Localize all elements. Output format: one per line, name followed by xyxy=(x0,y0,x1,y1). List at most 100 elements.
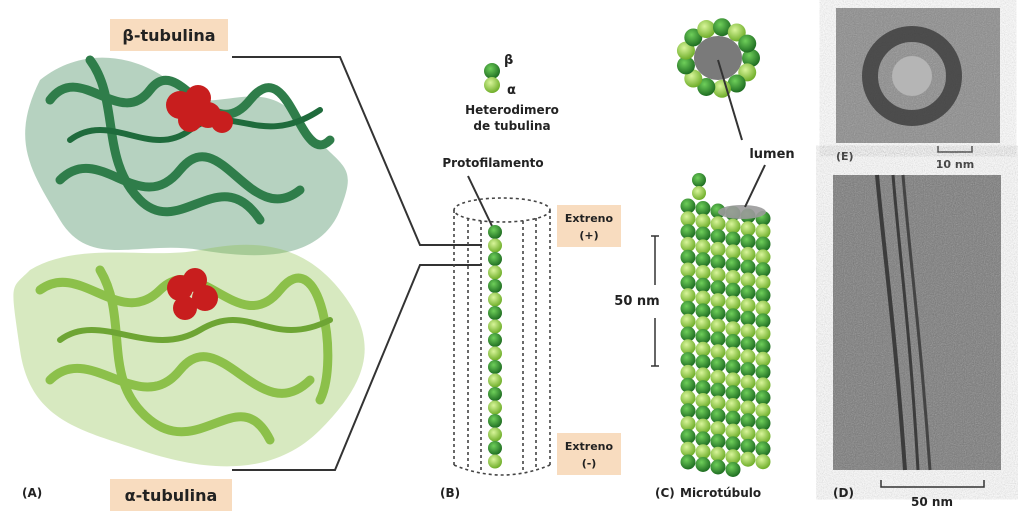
alpha-subunit-sphere xyxy=(710,216,726,232)
alpha-subunit-sphere xyxy=(725,321,741,337)
panel-label-b: (B) xyxy=(440,486,460,500)
beta-subunit-sphere xyxy=(680,198,696,214)
alpha-subunit-sphere xyxy=(695,444,711,460)
beta-subunit-sphere xyxy=(725,231,741,247)
beta-subunit-sphere xyxy=(740,413,756,429)
alpha-subunit-sphere xyxy=(740,323,756,339)
beta-subunit-sphere xyxy=(680,224,696,240)
beta-subunit-sphere xyxy=(725,257,741,273)
beta-subunit-sphere xyxy=(695,329,711,344)
beta-subunit-sphere xyxy=(680,377,696,393)
alpha-subunit-sphere xyxy=(695,418,711,434)
beta-subunit-sphere xyxy=(695,354,711,370)
lumen-opening xyxy=(718,205,766,219)
alpha-subunit-sphere xyxy=(740,374,756,390)
beta-subunit-sphere xyxy=(725,462,741,477)
alpha-subunit-sphere xyxy=(710,267,726,283)
alpha-subunit-sphere xyxy=(710,241,726,257)
alpha-subunit-sphere xyxy=(725,372,741,388)
alpha-subunit-sphere xyxy=(740,451,756,467)
lumen-label: lumen xyxy=(749,147,794,162)
beta-subunit-sphere xyxy=(740,259,756,275)
beta-tubulin-structure xyxy=(25,55,348,256)
scale-label-e: 10 nm xyxy=(936,158,974,171)
alpha-subunit-sphere xyxy=(488,346,502,361)
beta-subunit-sphere xyxy=(680,428,696,444)
alpha-subunit-sphere xyxy=(695,213,711,229)
beta-subunit-sphere xyxy=(710,305,726,321)
beta-subunit-sphere xyxy=(484,63,500,79)
protofilament-label: Protofilamento xyxy=(442,156,543,170)
alpha-subunit-sphere xyxy=(680,339,696,355)
alpha-subunit-sphere xyxy=(740,298,756,314)
beta-subunit-sphere xyxy=(738,34,757,53)
alpha-subunit-sphere xyxy=(488,238,502,253)
alpha-subunit-sphere xyxy=(710,421,726,437)
alpha-subunit-sphere xyxy=(725,218,741,234)
alpha-subunit-sphere xyxy=(488,454,502,469)
beta-subunit-sphere xyxy=(695,252,711,268)
scale-bar-e xyxy=(937,146,973,153)
beta-subunit-sphere xyxy=(680,249,696,265)
alpha-subunit-sphere xyxy=(680,313,696,329)
beta-subunit-sphere xyxy=(695,457,711,472)
beta-subunit-sphere xyxy=(755,339,771,354)
alpha-subunit-sphere xyxy=(692,186,706,200)
alpha-subunit-sphere xyxy=(755,403,771,418)
beta-subunit-sphere xyxy=(740,234,756,250)
alpha-subunit-sphere xyxy=(488,265,502,280)
lumen-area xyxy=(694,36,742,80)
microtubule-lattice xyxy=(680,173,771,477)
alpha-connector-line xyxy=(232,264,482,471)
beta-tubulin-label: β-tubulina xyxy=(122,26,215,45)
alpha-subunit-sphere xyxy=(680,364,696,380)
beta-subunit-sphere xyxy=(692,173,706,187)
beta-subunit-sphere xyxy=(695,303,711,319)
alpha-subunit-sphere xyxy=(695,265,711,280)
beta-subunit-sphere xyxy=(488,414,502,428)
alpha-subunit-sphere xyxy=(680,390,696,406)
alpha-subunit-sphere xyxy=(755,351,771,367)
beta-connector-line xyxy=(232,56,482,246)
beta-subunit-sphere xyxy=(680,326,696,342)
beta-subunit-sphere xyxy=(740,387,756,403)
plus-end-label-line2: (+) xyxy=(579,229,598,242)
lumen-pointer-top xyxy=(717,59,743,141)
beta-subunit-sphere xyxy=(710,280,726,296)
alpha-subunit-sphere xyxy=(697,20,716,39)
alpha-subunit-sphere xyxy=(695,239,711,255)
beta-subunit-sphere xyxy=(727,74,746,93)
alpha-subunit-sphere xyxy=(488,373,502,388)
beta-subunit-sphere xyxy=(488,225,502,239)
alpha-subunit-sphere xyxy=(484,77,500,93)
plus-end-label-box xyxy=(557,205,621,247)
em-image-cross-section xyxy=(836,8,1000,143)
beta-subunit-sphere xyxy=(710,357,726,373)
beta-subunit-sphere xyxy=(755,236,771,252)
beta-subunit-sphere xyxy=(755,390,771,406)
beta-subunit-sphere xyxy=(712,18,731,37)
panel-label-e: (E) xyxy=(836,150,854,163)
beta-subunit-sphere xyxy=(488,441,502,455)
alpha-subunit-sphere xyxy=(710,344,726,360)
beta-tubulin-label-box xyxy=(110,19,228,51)
beta-subunit-sphere xyxy=(488,333,502,347)
alpha-subunit-sphere xyxy=(755,428,771,444)
beta-symbol: β xyxy=(504,53,513,68)
beta-subunit-sphere xyxy=(488,252,502,266)
minus-end-label-line1: Extreno xyxy=(565,440,614,453)
beta-subunit-sphere xyxy=(755,262,771,278)
alpha-subunit-sphere xyxy=(725,270,741,285)
alpha-subunit-sphere xyxy=(710,318,726,334)
alpha-subunit-sphere xyxy=(695,393,711,408)
alpha-subunit-sphere xyxy=(676,41,695,60)
alpha-subunit-sphere xyxy=(740,426,756,442)
beta-subunit-sphere xyxy=(680,275,696,291)
beta-subunit-sphere xyxy=(710,459,726,475)
alpha-subunit-sphere xyxy=(684,69,703,88)
beta-subunit-sphere xyxy=(488,306,502,320)
scale-bar-d xyxy=(880,480,985,488)
alpha-tubulin-label-box xyxy=(110,479,232,511)
beta-subunit-sphere xyxy=(740,362,756,378)
beta-subunit-sphere xyxy=(740,438,756,454)
